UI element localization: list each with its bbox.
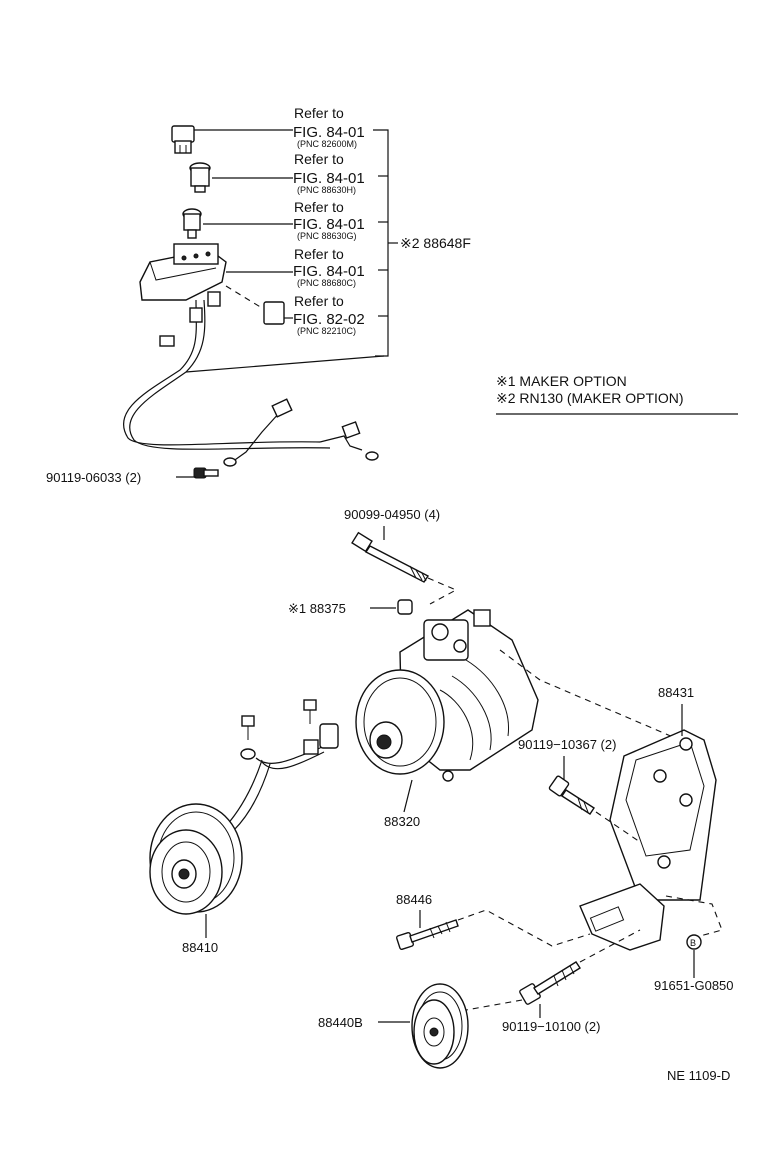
relay-dot-1 bbox=[181, 255, 187, 261]
ref-5-fig: FIG. 82-02 bbox=[293, 311, 365, 328]
switch-h-stem bbox=[194, 185, 206, 193]
switch-h-body bbox=[190, 167, 210, 187]
relay-dot-2 bbox=[193, 253, 199, 259]
compressor-bracket-dash bbox=[499, 649, 681, 741]
pulley-88440b bbox=[411, 983, 469, 1069]
connector-part bbox=[171, 125, 195, 143]
harness-end-eyelet bbox=[365, 451, 379, 461]
ref-4-refer: Refer to bbox=[294, 246, 344, 262]
small-relay-dash bbox=[225, 285, 263, 309]
ref-4-fig: FIG. 84-01 bbox=[293, 263, 365, 280]
label-90119-10367: 90119−10367 (2) bbox=[518, 737, 616, 752]
pigtail-connector-2 bbox=[189, 307, 203, 323]
label-88446: 88446 bbox=[396, 892, 432, 907]
ground-wire bbox=[231, 411, 281, 463]
legend-line-2: ※2 RN130 (MAKER OPTION) bbox=[496, 390, 684, 406]
label-88410: 88410 bbox=[182, 940, 218, 955]
harness-clip bbox=[207, 291, 221, 307]
bolt-90119-10367 bbox=[548, 775, 595, 815]
ref-3-pnc: (PNC 88630G) bbox=[297, 231, 357, 241]
bolt-90119-10100 bbox=[519, 961, 581, 1005]
bolt-88446-dash bbox=[457, 909, 591, 947]
harness-end-connector bbox=[341, 421, 361, 439]
group-label-88648f: ※2 88648F bbox=[400, 235, 471, 251]
bolt-90099-04950 bbox=[351, 531, 430, 583]
bolt-10100-dash-1 bbox=[579, 929, 641, 963]
label-90119-06033: 90119-06033 (2) bbox=[46, 470, 141, 485]
bolt-10367-dash bbox=[595, 811, 641, 843]
ground-connector bbox=[271, 398, 293, 418]
bolt-10100-dash-2 bbox=[465, 999, 523, 1011]
marker-b-label: B bbox=[690, 938, 696, 948]
ref-3-refer: Refer to bbox=[294, 199, 344, 215]
clutch-88410 bbox=[149, 803, 243, 915]
ref-1-refer: Refer to bbox=[294, 105, 344, 121]
wire-harness bbox=[122, 299, 321, 446]
ref-3-fig: FIG. 84-01 bbox=[293, 216, 365, 233]
marker-b bbox=[686, 934, 702, 950]
ref-2-fig: FIG. 84-01 bbox=[293, 170, 365, 187]
bolt-path-dash bbox=[427, 577, 458, 605]
connector-body bbox=[174, 140, 192, 154]
label-88320: 88320 bbox=[384, 814, 420, 829]
small-relay bbox=[263, 301, 285, 325]
reference-callouts: Refer to FIG. 84-01 (PNC 82600M) Refer t… bbox=[193, 105, 471, 357]
compressor-88320 bbox=[355, 609, 539, 782]
wire-harness-2 bbox=[129, 299, 331, 450]
label-90119-10100: 90119−10100 (2) bbox=[502, 1019, 600, 1034]
relay-block-edge bbox=[149, 261, 217, 281]
label-91651-g0850: 91651-G0850 bbox=[654, 978, 734, 993]
bolt-88446 bbox=[395, 919, 459, 951]
figure-code: NE 1109-D bbox=[667, 1068, 730, 1083]
clutch-wiring bbox=[225, 699, 339, 831]
ref-1-pnc: (PNC 82600M) bbox=[297, 139, 357, 149]
label-88431: 88431 bbox=[658, 685, 694, 700]
ground-eyelet bbox=[223, 457, 237, 467]
harness-end-wire bbox=[319, 435, 363, 451]
ref-5-pnc: (PNC 82210C) bbox=[297, 326, 356, 336]
label-88375: ※1 88375 bbox=[288, 601, 346, 616]
pigtail-connector-1 bbox=[159, 335, 175, 347]
switch-g-stem bbox=[187, 229, 197, 239]
sensor-harness-assembly: 90119-06033 (2) bbox=[46, 125, 385, 485]
leader-88320 bbox=[403, 779, 413, 813]
legend-line-1: ※1 MAKER OPTION bbox=[496, 373, 627, 389]
marker-b-dash bbox=[665, 895, 723, 937]
group-bracket bbox=[373, 129, 389, 357]
ref-2-pnc: (PNC 88630H) bbox=[297, 185, 356, 195]
legend: ※1 MAKER OPTION ※2 RN130 (MAKER OPTION) bbox=[496, 373, 738, 415]
ref-5-refer: Refer to bbox=[294, 293, 344, 309]
relay-dot-3 bbox=[205, 251, 211, 257]
label-88440b: 88440B bbox=[318, 1015, 363, 1030]
bracket-88431 bbox=[579, 729, 717, 951]
bolt-90119-06033 bbox=[193, 467, 219, 479]
ref-4-pnc: (PNC 88680C) bbox=[297, 278, 356, 288]
switch-g-body bbox=[183, 213, 201, 231]
harness-bracket-line bbox=[185, 355, 385, 373]
label-90099-04950: 90099-04950 (4) bbox=[344, 507, 440, 522]
ref-1-fig: FIG. 84-01 bbox=[293, 124, 365, 141]
nut-88375 bbox=[397, 599, 413, 615]
ref-2-refer: Refer to bbox=[294, 151, 344, 167]
